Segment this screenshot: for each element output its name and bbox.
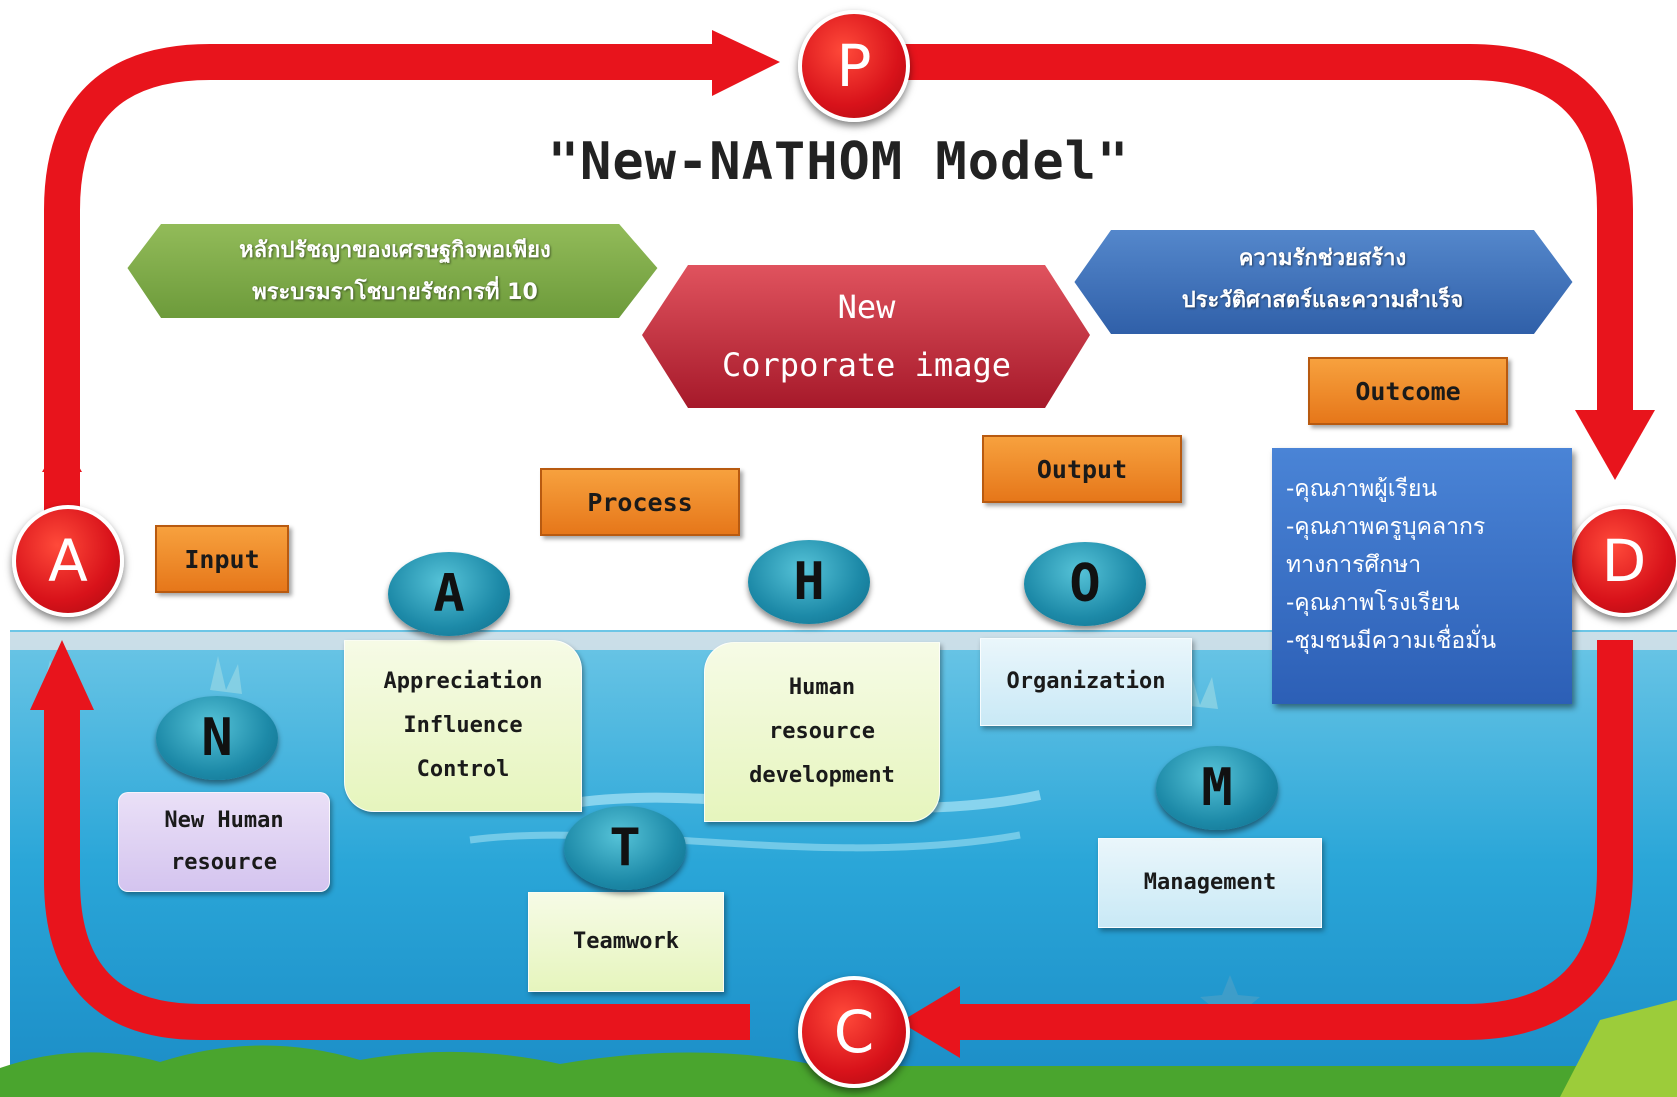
arrow-d-to-c	[960, 640, 1633, 1040]
pdca-a-node: A	[12, 505, 124, 617]
right-banner-line2: ประวัติศาสตร์และความสำเร็จ	[1181, 288, 1464, 313]
card-line: development	[749, 763, 895, 788]
letter-t: T	[564, 806, 686, 890]
left-banner-shape	[122, 220, 663, 322]
right-banner-shape	[1069, 226, 1578, 338]
center-hex-line2: Corporate image	[722, 346, 1011, 384]
pdca-c-node: C	[798, 976, 910, 1088]
pdca-p-node: P	[798, 10, 910, 122]
letter-h: H	[748, 540, 870, 624]
card-line: Organization	[1006, 669, 1166, 694]
letter-n: N	[156, 696, 278, 780]
center-hex-shape	[642, 265, 1090, 408]
outcome-item: -คุณภาพครูบุคลากร	[1286, 514, 1486, 540]
letter-o: O	[1024, 542, 1146, 626]
card-line: Human	[788, 675, 856, 700]
outcome-item: -คุณภาพผู้เรียน	[1286, 476, 1438, 502]
card-teamwork: Teamwork	[528, 892, 724, 992]
arrow-p-to-d	[900, 44, 1633, 420]
outcome-tag: Outcome	[1308, 357, 1508, 425]
center-hex-line1: New	[837, 288, 896, 326]
card-line: Control	[416, 757, 510, 782]
card-human-resource-development: Human resource development	[704, 642, 940, 822]
right-banner: ความรักช่วยสร้าง ประวัติศาสตร์และความสำเ…	[1110, 238, 1535, 322]
pdca-d-node: D	[1568, 505, 1677, 617]
left-banner-line1: หลักปรัชญาของเศรษฐกิจพอเพียง	[239, 238, 551, 263]
card-line: New Human	[164, 808, 284, 833]
letter-m: M	[1156, 746, 1278, 830]
card-new-human-resource: New Human resource	[118, 792, 330, 892]
process-tag: Process	[540, 468, 740, 536]
outcome-item: -คุณภาพโรงเรียน	[1286, 590, 1460, 616]
card-line: resource	[769, 719, 875, 744]
output-tag: Output	[982, 435, 1182, 503]
card-management: Management	[1098, 838, 1322, 928]
center-hex: New Corporate image	[688, 278, 1045, 394]
card-line: Management	[1143, 870, 1277, 895]
right-banner-line1: ความรักช่วยสร้าง	[1238, 246, 1407, 271]
outcome-box: -คุณภาพผู้เรียน -คุณภาพครูบุคลากร ทางการ…	[1272, 448, 1572, 704]
card-line: resource	[171, 850, 277, 875]
card-line: Appreciation	[383, 669, 543, 694]
letter-a: A	[388, 552, 510, 636]
card-appreciation-influence-control: Appreciation Influence Control	[344, 640, 582, 812]
left-banner: หลักปรัชญาของเศรษฐกิจพอเพียง พระบรมราโชบ…	[170, 230, 620, 314]
outcome-item: ทางการศึกษา	[1286, 552, 1422, 578]
left-banner-line2: พระบรมราโชบายรัชการที่ 10	[252, 280, 538, 305]
card-organization: Organization	[980, 638, 1192, 726]
outcome-item: -ชุมชนมีความเชื่อมั่น	[1286, 628, 1497, 654]
arrow-c-to-a	[44, 700, 750, 1040]
diagram-title: "New-NATHOM Model"	[547, 132, 1130, 192]
arrow-a-to-p	[44, 44, 720, 540]
card-line: Influence	[403, 713, 523, 738]
card-line: Teamwork	[573, 929, 679, 954]
input-tag: Input	[155, 525, 289, 593]
